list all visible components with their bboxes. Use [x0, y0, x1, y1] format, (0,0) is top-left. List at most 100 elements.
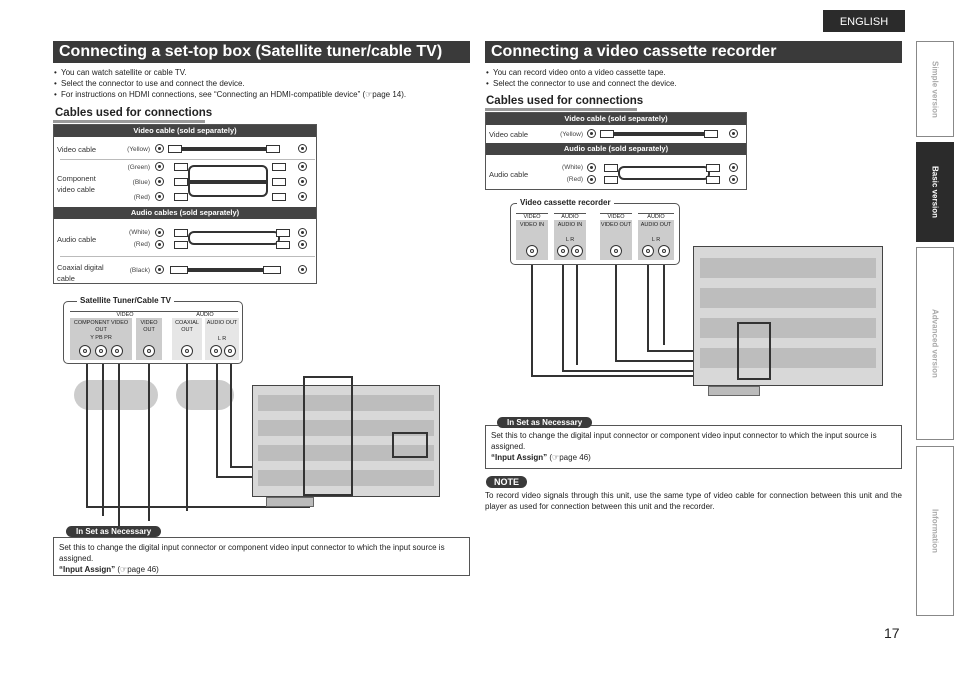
right-section-title: Connecting a video cassette recorder	[485, 41, 902, 63]
cable-line	[148, 426, 150, 521]
cable-line	[663, 265, 665, 345]
set-ref-bold: “Input Assign”	[491, 453, 548, 462]
row-divider	[60, 256, 315, 257]
connection-highlight	[392, 432, 428, 458]
cable-line	[86, 506, 310, 508]
cable-line	[118, 426, 120, 526]
cable-color: (Red)	[133, 194, 150, 201]
rca-connector-icon	[174, 178, 188, 186]
video-cable-bar: Video cable (sold separately)	[54, 125, 316, 137]
rca-connector-icon	[272, 163, 286, 171]
audio-out-r-jack-icon	[658, 245, 670, 257]
video-cable-label: Video cable	[57, 145, 97, 154]
rca-connector-icon	[706, 176, 720, 184]
rca-plug-icon	[729, 129, 738, 138]
cable-highlight	[176, 380, 234, 410]
side-tab-label: Information	[930, 509, 940, 553]
jack-sublabel: L R	[651, 237, 661, 243]
right-cables-heading: Cables used for connections	[486, 95, 644, 107]
note-text: To record video signals through this uni…	[485, 491, 902, 511]
receiver-jack-row	[700, 288, 876, 308]
right-bullet: You can record video onto a video casset…	[485, 67, 905, 78]
rca-plug-icon	[155, 162, 164, 171]
left-bullet: For instructions on HDMI connections, se…	[53, 89, 473, 100]
side-tab-simple-version[interactable]: Simple version	[916, 41, 954, 137]
bundled-cable-icon	[618, 166, 710, 180]
rca-connector-icon	[604, 164, 618, 172]
right-cable-table: Video cable (sold separately)	[485, 112, 747, 190]
cable-color: (Red)	[566, 176, 583, 183]
rca-connector-icon	[174, 193, 188, 201]
note-tag: NOTE	[486, 476, 528, 488]
cable-icon	[614, 132, 704, 136]
jack-sublabel: Y PB PR	[90, 335, 112, 341]
audio-in-l-jack-icon	[557, 245, 569, 257]
rca-connector-icon	[604, 176, 618, 184]
side-tab-label: Simple version	[930, 60, 940, 118]
receiver-jack-row	[258, 445, 434, 461]
rca-plug-icon	[155, 177, 164, 186]
component-cable-label: Component video cable	[57, 174, 96, 194]
set-tag: In Set as Necessary	[66, 526, 162, 537]
rca-plug-icon	[155, 228, 164, 237]
cable-line	[531, 265, 533, 375]
group-label: AUDIO	[554, 213, 586, 221]
left-bullets: You can watch satellite or cable TV. Sel…	[53, 67, 473, 100]
rca-plug-icon	[298, 144, 307, 153]
rca-plug-icon	[298, 162, 307, 171]
group-label: VIDEO	[516, 213, 548, 221]
cable-icon	[188, 180, 268, 184]
set-ref: (☞page 46)	[117, 565, 159, 574]
cable-line	[230, 426, 232, 466]
rca-plug-icon	[298, 265, 307, 274]
cable-color: (White)	[129, 229, 150, 236]
cable-line	[216, 426, 218, 476]
rca-connector-icon	[174, 229, 188, 237]
cable-line	[230, 364, 232, 426]
side-tab-basic-version[interactable]: Basic version	[916, 142, 954, 242]
component-pb-jack-icon	[95, 345, 107, 357]
cable-icon	[188, 268, 263, 272]
cable-line	[216, 364, 218, 426]
rca-connector-icon	[170, 266, 188, 274]
coaxial-jack-icon	[181, 345, 193, 357]
rca-plug-icon	[729, 175, 738, 184]
language-tab: ENGLISH	[823, 10, 905, 32]
heading-underline	[53, 120, 205, 123]
set-ref-bold: “Input Assign”	[59, 565, 116, 574]
rca-plug-icon	[298, 192, 307, 201]
rca-connector-icon	[276, 229, 290, 237]
component-y-jack-icon	[79, 345, 91, 357]
rca-plug-icon	[729, 163, 738, 172]
rca-connector-icon	[266, 145, 280, 153]
cable-line	[86, 426, 88, 506]
receiver-foot	[266, 497, 314, 507]
video-cable-bar: Video cable (sold separately)	[486, 113, 746, 125]
video-out-jack-icon	[610, 245, 622, 257]
side-tab-advanced-version[interactable]: Advanced version	[916, 247, 954, 440]
jack-sublabel: L R	[565, 237, 575, 243]
receiver-foot	[708, 386, 760, 396]
jack-sublabel: L R	[217, 336, 227, 342]
cable-color: (White)	[562, 164, 583, 171]
side-tab-information[interactable]: Information	[916, 446, 954, 616]
rca-connector-icon	[168, 145, 182, 153]
receiver-jack-row	[700, 318, 876, 338]
rca-plug-icon	[155, 192, 164, 201]
group-label: VIDEO	[70, 311, 180, 319]
row-divider	[60, 159, 315, 160]
audio-l-jack-icon	[210, 345, 222, 357]
rca-plug-icon	[298, 240, 307, 249]
audio-in-r-jack-icon	[571, 245, 583, 257]
rca-plug-icon	[298, 228, 307, 237]
rca-connector-icon	[174, 241, 188, 249]
video-jack-icon	[143, 345, 155, 357]
receiver-jack-row	[700, 348, 876, 368]
rca-plug-icon	[155, 265, 164, 274]
receiver-jack-row	[700, 258, 876, 278]
cable-line	[86, 364, 88, 426]
rca-plug-icon	[155, 144, 164, 153]
rca-connector-icon	[174, 163, 188, 171]
left-cable-table: Video cable (sold separately)	[53, 124, 317, 284]
cable-line	[576, 265, 578, 365]
